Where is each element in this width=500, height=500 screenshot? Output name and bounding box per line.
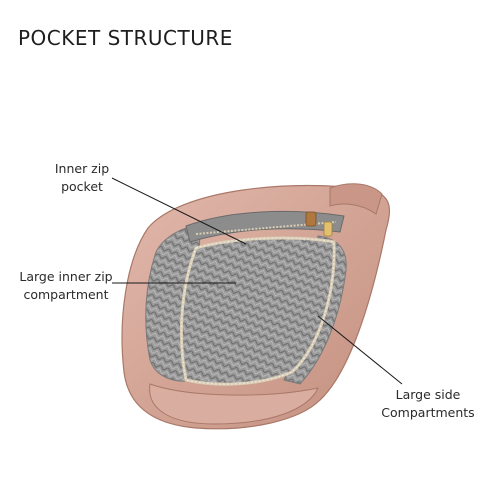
- label-line: pocket: [61, 179, 103, 194]
- label-large-side-compartments: Large side Compartments: [380, 386, 476, 422]
- label-line: compartment: [23, 287, 109, 302]
- bag-strap: [329, 183, 383, 215]
- label-line: Large side: [395, 387, 461, 402]
- bag-bottom-edge: [149, 383, 319, 425]
- main-zipper-teeth: [180, 237, 335, 385]
- label-line: Large inner zip: [19, 269, 113, 284]
- label-large-inner-zip-compartment: Large inner zip compartment: [4, 268, 128, 304]
- page-title: POCKET STRUCTURE: [18, 26, 233, 50]
- zipper-slider: [323, 221, 333, 237]
- inner-zip-pocket: [185, 210, 345, 243]
- label-line: Compartments: [381, 405, 475, 420]
- zipper-pull-tab: [305, 211, 317, 227]
- label-inner-zip-pocket: Inner zip pocket: [52, 160, 112, 196]
- leader-line-large-side: [317, 315, 403, 385]
- label-line: Inner zip: [54, 161, 110, 176]
- leader-line-inner-zip-pocket: [111, 177, 247, 245]
